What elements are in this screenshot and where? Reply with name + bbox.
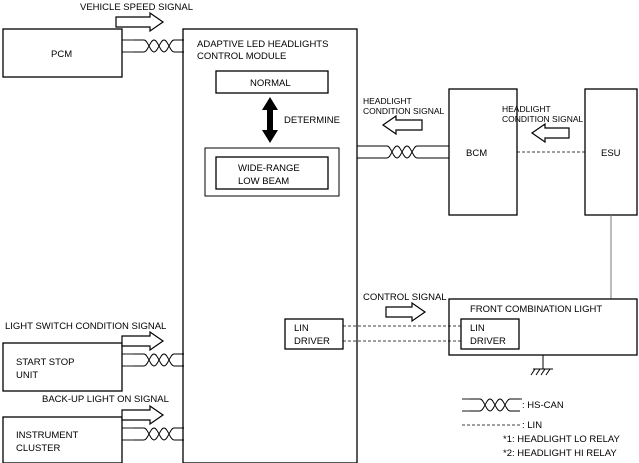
- start-stop-label-line1: START STOP: [16, 357, 74, 368]
- legend-lin-label: : LIN: [522, 420, 542, 431]
- start-stop-unit-module: START STOP UNIT: [2, 342, 123, 392]
- front-combination-light-module: FRONT COMBINATION LIGHT LIN DRIVER: [448, 298, 638, 356]
- instrument-label-line1: INSTRUMENT: [16, 430, 78, 441]
- lin-driver-box: LIN DRIVER: [284, 318, 344, 350]
- legend-hs-can-symbol: [462, 398, 522, 412]
- flc-lin-driver-label-line2: DRIVER: [470, 336, 506, 347]
- control-signal-arrow: [385, 301, 427, 323]
- front-combination-light-label: FRONT COMBINATION LIGHT: [470, 304, 602, 315]
- normal-mode-box: NORMAL: [215, 70, 329, 94]
- back-up-light-signal-label: BACK-UP LIGHT ON SIGNAL: [42, 394, 169, 405]
- legend-hs-can-label: : HS-CAN: [522, 400, 564, 411]
- bcm-label: BCM: [466, 148, 487, 159]
- pcm-can-link: [122, 39, 185, 53]
- back-up-light-arrow: [121, 404, 165, 426]
- pcm-module: PCM: [2, 28, 123, 78]
- start-stop-label-line2: UNIT: [16, 370, 38, 381]
- start-stop-can-link: [122, 353, 185, 367]
- pcm-label: PCM: [51, 49, 72, 60]
- legend: : HS-CAN : LIN *1: HEADLIGHT LO RELAY *2…: [462, 398, 621, 459]
- lin-driver-label-line2: DRIVER: [294, 336, 330, 347]
- flc-lin-driver-label-line1: LIN: [470, 323, 485, 334]
- headlight-condition-arrow-1: [381, 114, 423, 136]
- determine-double-arrow: [262, 97, 278, 143]
- wide-range-label-line2: LOW BEAM: [238, 176, 289, 187]
- vehicle-speed-arrow: [115, 11, 165, 33]
- headlight-condition-signal-2-line2: CONDITION SIGNAL: [502, 114, 584, 124]
- adaptive-led-headlights-control-module: ADAPTIVE LED HEADLIGHTS CONTROL MODULE N…: [182, 28, 358, 463]
- determine-label: DETERMINE: [284, 115, 340, 126]
- headlight-condition-signal-2-line1: HEADLIGHT: [502, 104, 551, 114]
- wide-range-label-line1: WIDE-RANGE: [238, 163, 300, 174]
- light-switch-arrow: [121, 330, 165, 352]
- flc-lin-driver-box: LIN DRIVER: [460, 318, 520, 350]
- bcm-module: BCM: [448, 88, 518, 216]
- instrument-cluster-module: INSTRUMENT CLUSTER: [2, 416, 123, 463]
- control-signal-label: CONTROL SIGNAL: [363, 292, 447, 303]
- wide-range-low-beam-box: WIDE-RANGE LOW BEAM: [204, 147, 340, 197]
- control-module-title-line1: ADAPTIVE LED HEADLIGHTS: [197, 39, 328, 50]
- lin-driver-label-line1: LIN: [294, 323, 309, 334]
- vehicle-speed-signal-label: VEHICLE SPEED SIGNAL: [80, 2, 193, 13]
- instrument-label-line2: CLUSTER: [16, 443, 60, 454]
- ground-symbol: [530, 355, 553, 376]
- headlight-condition-arrow-2: [530, 122, 570, 144]
- legend-note-1: *1: HEADLIGHT LO RELAY: [503, 434, 621, 445]
- headlight-condition-signal-1-line1: HEADLIGHT: [363, 96, 412, 106]
- bcm-can-link: [357, 145, 449, 159]
- legend-note-2: *2: HEADLIGHT HI RELAY: [503, 448, 617, 459]
- esu-label: ESU: [601, 148, 621, 159]
- control-module-title-line2: CONTROL MODULE: [197, 51, 286, 62]
- normal-label: NORMAL: [250, 78, 291, 89]
- instrument-can-link: [122, 427, 185, 441]
- headlight-condition-signal-1-line2: CONDITION SIGNAL: [363, 106, 445, 116]
- esu-module: ESU: [584, 88, 638, 216]
- light-switch-signal-label: LIGHT SWITCH CONDITION SIGNAL: [5, 321, 166, 332]
